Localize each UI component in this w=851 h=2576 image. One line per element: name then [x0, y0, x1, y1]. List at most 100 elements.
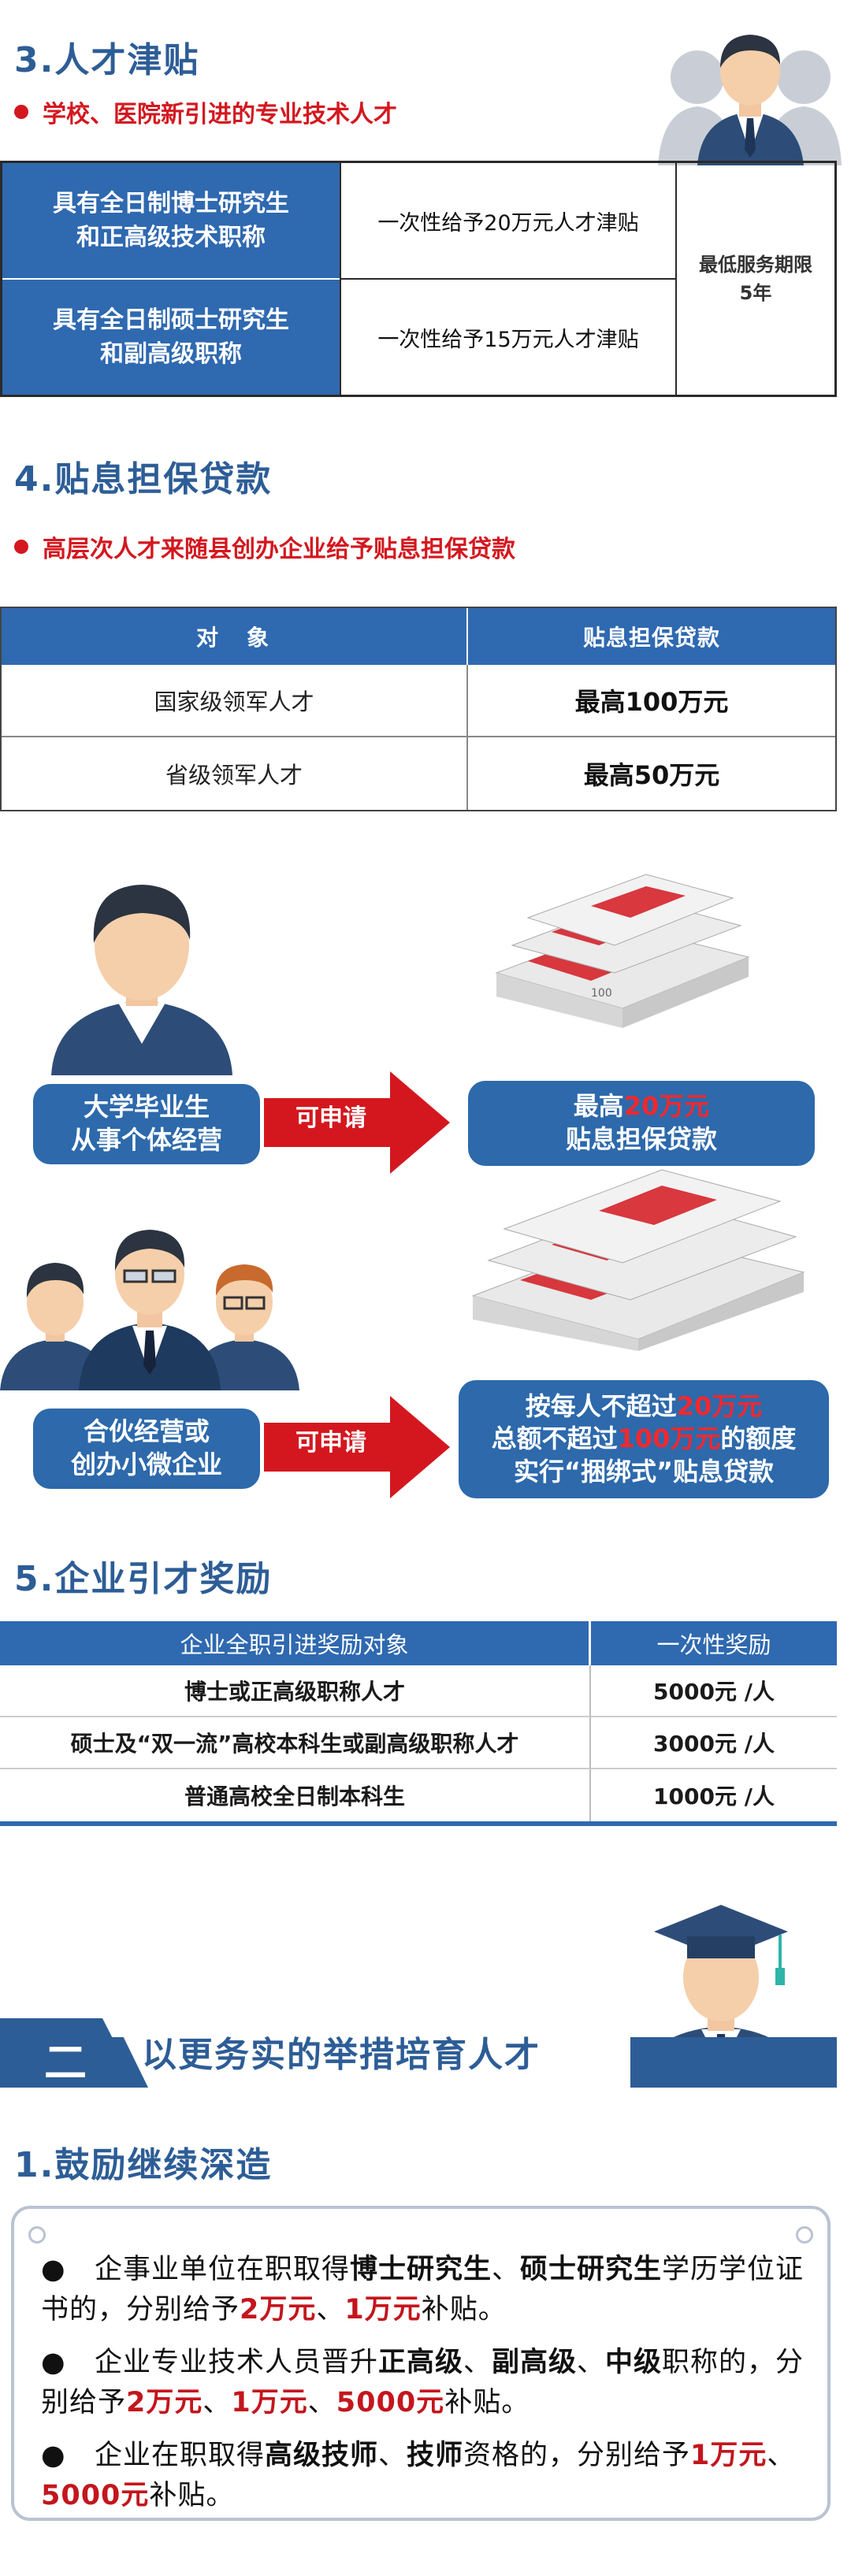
section5-row3-target: 普通高校全日制本科生 — [0, 1769, 591, 1821]
p2-t2: 、 — [463, 2347, 492, 2378]
cash-label: 100 — [591, 987, 612, 1000]
section3-subtitle: 学校、医院新引进的专业技术人才 — [43, 101, 397, 128]
p2-t4: 职称的，分别给予 — [41, 2347, 805, 2418]
bundled-l2-pre: 总额不超过 — [491, 1423, 618, 1454]
section5-row2-target: 硕士及“双一流”高校本科生或副高级职称人才 — [0, 1717, 591, 1769]
bundled-l2-post: 的额度 — [720, 1423, 797, 1454]
p2-r3: 5000元 — [336, 2386, 445, 2418]
cash-stack-icon: 100 — [495, 874, 750, 1028]
section3-table: 具有全日制博士研究生和正高级技术职称 一次性给予20万元人才津贴 具有全日制硕士… — [0, 161, 837, 397]
service-period-line1: 最低服务期限 — [699, 254, 812, 276]
policy-paragraph-3: ● 企业在职取得高级技师、技师资格的，分别给予1万元、5000元补贴。 — [41, 2436, 821, 2516]
apply-arrow-icon — [264, 1396, 450, 1498]
bundled-line1: 按每人不超过20万元 — [526, 1390, 763, 1423]
loan20-line1: 最高20万元 — [574, 1090, 710, 1123]
p3-t5: 补贴。 — [149, 2479, 235, 2511]
p2-b3: 中级 — [605, 2347, 663, 2378]
p1-b1: 博士研究生 — [349, 2254, 492, 2285]
p1-t1: 企事业单位在职取得 — [94, 2254, 350, 2285]
graduate-line2: 从事个体经营 — [70, 1125, 222, 1155]
p2-b1: 正高级 — [377, 2347, 463, 2378]
section3-row1-label: 具有全日制博士研究生和正高级技术职称 — [2, 163, 340, 280]
section3-subtitle-line: 学校、医院新引进的专业技术人才 — [14, 95, 397, 129]
section4-row2-target: 省级领军人才 — [2, 737, 468, 810]
row1-label-line1: 具有全日制博士研究生 — [53, 189, 289, 217]
banner-number: 二 — [44, 2038, 87, 2088]
loan20-amount: 20万元 — [623, 1091, 710, 1122]
p1-t4: 、 — [316, 2293, 345, 2325]
partnership-line2: 创办小微企业 — [70, 1449, 222, 1479]
section4-row1-target: 国家级领军人才 — [2, 665, 468, 737]
p3-t3: 资格的，分别给予 — [463, 2440, 691, 2471]
policy-paragraph-1: ● 企事业单位在职取得博士研究生、硕士研究生学历学位证书的，分别给予2万元、1万… — [41, 2250, 821, 2330]
p1-b2: 硕士研究生 — [519, 2254, 662, 2285]
service-period-line2: 5年 — [739, 282, 772, 304]
section3-row2-label: 具有全日制硕士研究生和副高级职称 — [2, 280, 340, 395]
section4-subtitle-line: 高层次人才来随县创办企业给予贴息担保贷款 — [14, 529, 515, 564]
p3-r1: 1万元 — [690, 2440, 767, 2471]
loan20-pill: 最高20万元 贴息担保贷款 — [468, 1081, 815, 1166]
bullet-icon: ● — [41, 2440, 66, 2471]
section5-header-reward: 一次性奖励 — [591, 1621, 837, 1665]
section4-table: 对 象 贴息担保贷款 国家级领军人才 最高100万元 省级领军人才 最高50万元 — [0, 607, 837, 811]
section4-row2-loan: 最高50万元 — [583, 760, 720, 790]
p1-r2: 1万元 — [344, 2293, 422, 2325]
p2-t7: 补贴。 — [444, 2386, 530, 2418]
p2-t5: 、 — [203, 2386, 232, 2418]
banner-text: 以更务实的举措培育人才 — [142, 2035, 541, 2075]
graduate-pill: 大学毕业生 从事个体经营 — [33, 1084, 260, 1164]
section4-row1-loan: 最高100万元 — [468, 665, 835, 737]
p3-t4: 、 — [767, 2440, 796, 2471]
section5-row3-reward: 1000元 /人 — [653, 1784, 775, 1810]
section4-header-loan: 贴息担保贷款 — [468, 608, 835, 665]
bullet-icon: ● — [41, 2254, 66, 2285]
banner-shape — [0, 2018, 630, 2088]
p1-t5: 补贴。 — [421, 2293, 507, 2325]
p3-b1: 高级技师 — [264, 2440, 378, 2471]
bundled-l1-pre: 按每人不超过 — [525, 1390, 677, 1421]
bundled-line3: 实行“捆绑式”贴息贷款 — [513, 1456, 775, 1487]
bullet-dot-icon — [14, 105, 28, 119]
p2-t6: 、 — [307, 2386, 336, 2418]
section4-header-target: 对 象 — [2, 608, 468, 665]
training-section-title: 1.鼓励继续深造 — [14, 2145, 273, 2185]
apply-label-1: 可申请 — [295, 1104, 366, 1132]
section5-title: 5.企业引才奖励 — [14, 1559, 273, 1599]
p2-r1: 2万元 — [126, 2386, 203, 2418]
p3-t1: 企业在职取得 — [94, 2440, 265, 2471]
section5-row1-target: 博士或正高级职称人才 — [0, 1665, 591, 1717]
section3-title: 3.人才津贴 — [14, 40, 200, 80]
section4-subtitle: 高层次人才来随县创办企业给予贴息担保贷款 — [43, 536, 515, 563]
graduate-line1: 大学毕业生 — [83, 1092, 210, 1123]
p1-r1: 2万元 — [240, 2293, 317, 2325]
p2-t1: 企业专业技术人员晋升 — [94, 2347, 378, 2378]
p3-b2: 技师 — [406, 2440, 463, 2471]
section3-row2-benefit: 一次性给予15万元人才津贴 — [340, 280, 675, 395]
section5-table-bottom-rule — [0, 1821, 837, 1826]
p1-t3: 学历学位证书的，分别给予 — [41, 2254, 805, 2325]
p1-t2: 、 — [491, 2254, 520, 2285]
row1-label-line2: 和正高级技术职称 — [76, 224, 266, 251]
row2-label-line2: 和副高级职称 — [100, 340, 242, 368]
section4-title: 4.贴息担保贷款 — [14, 459, 273, 499]
pin-icon — [28, 2226, 46, 2244]
team-people-icon — [0, 1230, 299, 1390]
partnership-pill: 合伙经营或 创办小微企业 — [33, 1409, 260, 1489]
section3-row1-benefit: 一次性给予20万元人才津贴 — [340, 163, 675, 280]
loan20-pre: 最高 — [573, 1091, 624, 1122]
p2-r2: 1万元 — [231, 2386, 308, 2418]
bullet-dot-icon — [14, 540, 28, 554]
pin-icon — [796, 2226, 813, 2244]
section5-row1-reward: 5000元 /人 — [591, 1665, 837, 1717]
p2-b2: 副高级 — [491, 2347, 577, 2378]
loan20-line2: 贴息担保贷款 — [565, 1124, 717, 1154]
graduate-person-icon — [51, 885, 232, 1075]
p2-t3: 、 — [577, 2347, 606, 2378]
businessman-illustration — [658, 35, 842, 165]
p3-t2: 、 — [377, 2440, 407, 2471]
bundled-l2-amount: 100万元 — [617, 1423, 721, 1454]
p3-r2: 5000元 — [41, 2479, 150, 2511]
section5-header-target: 企业全职引进奖励对象 — [0, 1621, 591, 1665]
section3-service-period: 最低服务期限 5年 — [675, 163, 834, 395]
cash-stack-large-icon — [471, 1169, 805, 1351]
